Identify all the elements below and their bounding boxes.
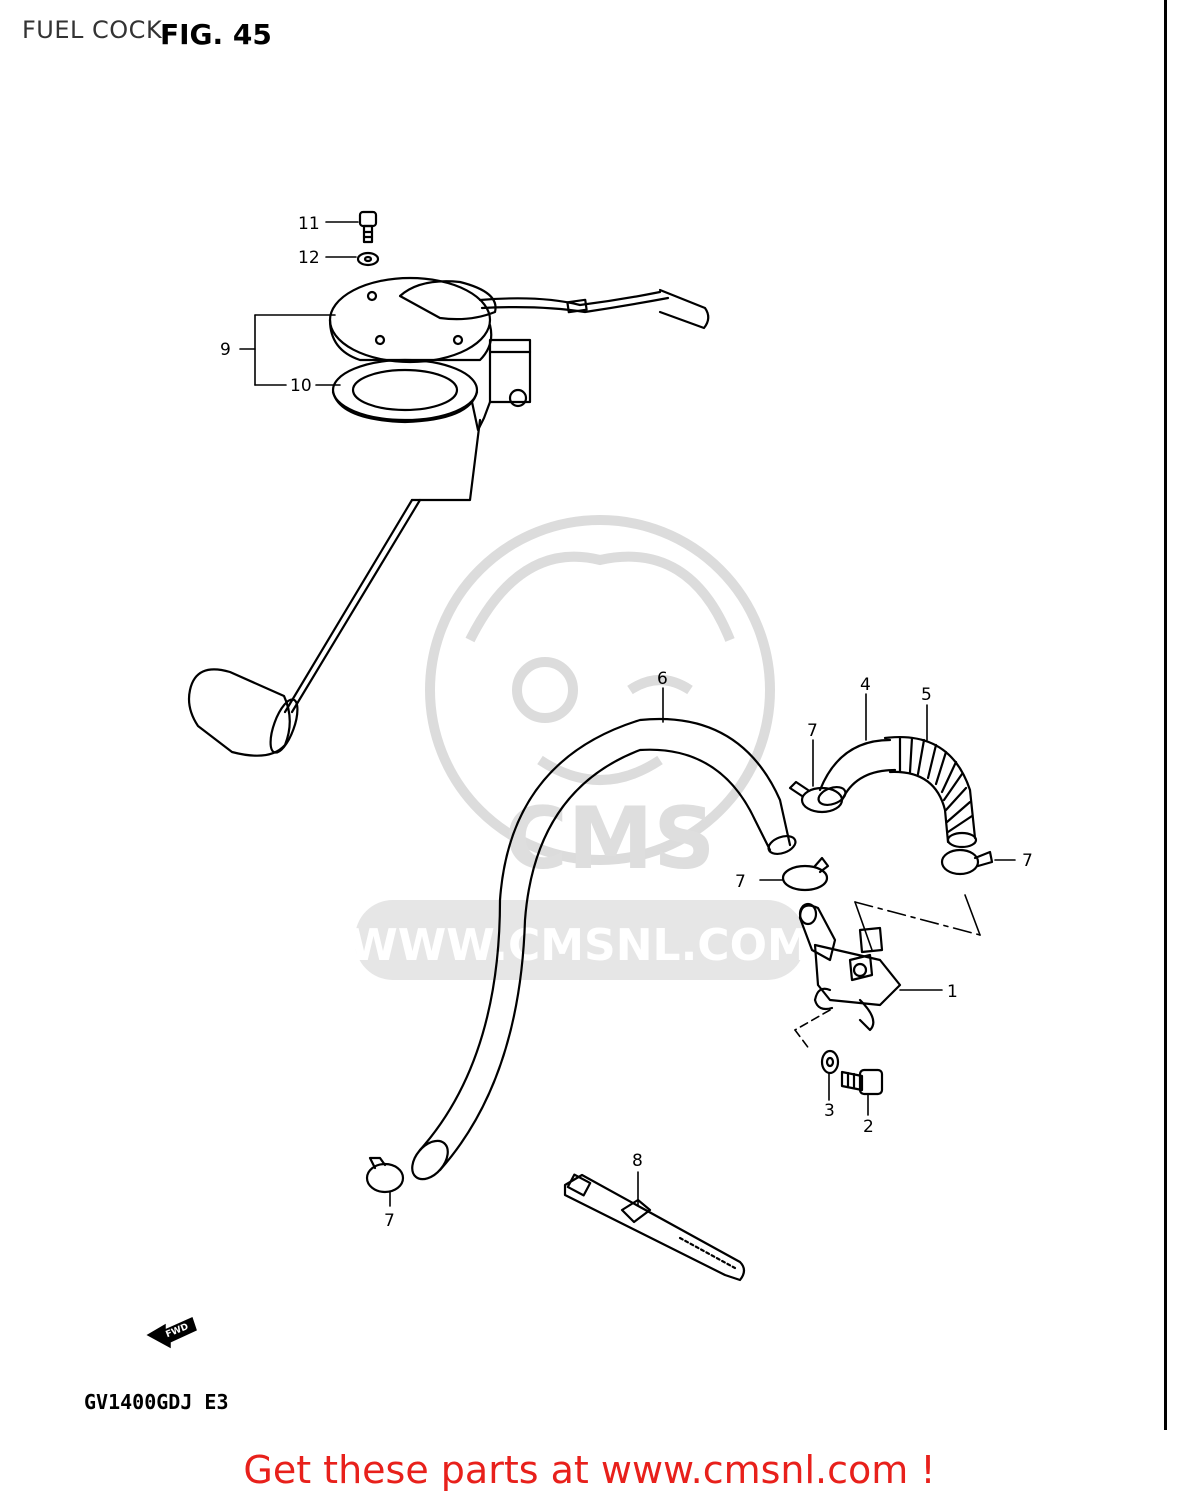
callout-10: 10: [290, 376, 312, 396]
forward-arrow-icon: FWD: [146, 1316, 197, 1349]
callout-2: 2: [863, 1117, 874, 1137]
watermark-mascot-helmet: [465, 551, 735, 643]
callout-4: 4: [860, 675, 871, 695]
watermark-mascot-eye-right: [627, 675, 693, 695]
callout-5: 5: [921, 685, 932, 705]
model-code: GV1400GDJ E3: [84, 1390, 229, 1414]
part-7-clamp-right: [940, 848, 994, 876]
part-7-clamp-lower-left: [365, 1156, 405, 1194]
part-1-fuel-cock: [798, 902, 902, 1032]
part-3-washer: [820, 1049, 840, 1075]
part-12-washer: [356, 251, 380, 267]
footer-link-text[interactable]: Get these parts at www.cmsnl.com !: [243, 1448, 936, 1492]
watermark-url-band: [355, 900, 805, 980]
part-5-corrugated-hose: [883, 736, 978, 849]
callout-7-upper: 7: [807, 721, 818, 741]
watermark-url: WWW.CMSNL.COM: [349, 920, 811, 971]
part-11-screw: [358, 210, 378, 244]
watermark-mascot-outline: [425, 515, 775, 865]
callout-7-lower: 7: [384, 1211, 395, 1231]
part-8-band: [563, 1173, 746, 1282]
callout-7-middle: 7: [735, 872, 746, 892]
callout-12: 12: [298, 248, 320, 268]
callout-3: 3: [824, 1101, 835, 1121]
part-6-fuel-hose: [411, 717, 797, 1181]
part-2-bolt: [840, 1068, 884, 1096]
watermark-mascot-mouth: [537, 755, 663, 785]
callout-11: 11: [298, 214, 320, 234]
watermark: [425, 515, 775, 865]
callout-numbers: 11 12 9 10 6 4 5 7 7 7 1 3 2 8 7: [220, 214, 1033, 1231]
callout-8: 8: [632, 1151, 643, 1171]
page-border-line: [1164, 0, 1167, 1430]
callout-1: 1: [947, 982, 958, 1002]
part-7-clamp-middle: [781, 856, 830, 892]
watermark-mascot-eye-left: [512, 657, 578, 723]
part-4-hose: [817, 738, 897, 807]
diagram-caption: FUEL COCK: [22, 16, 163, 44]
callout-7-right: 7: [1022, 851, 1033, 871]
watermark-brand: CMS: [505, 789, 716, 889]
callout-6: 6: [657, 669, 668, 689]
part-7-clamp-upper-left: [788, 780, 844, 814]
part-10-gasket: [331, 358, 479, 424]
figure-number: FIG. 45: [160, 18, 272, 51]
callout-9: 9: [220, 340, 231, 360]
exploded-view-drawing: CMS WWW.CMSNL.COM: [146, 210, 1033, 1349]
relation-lines: [239, 221, 1016, 1207]
